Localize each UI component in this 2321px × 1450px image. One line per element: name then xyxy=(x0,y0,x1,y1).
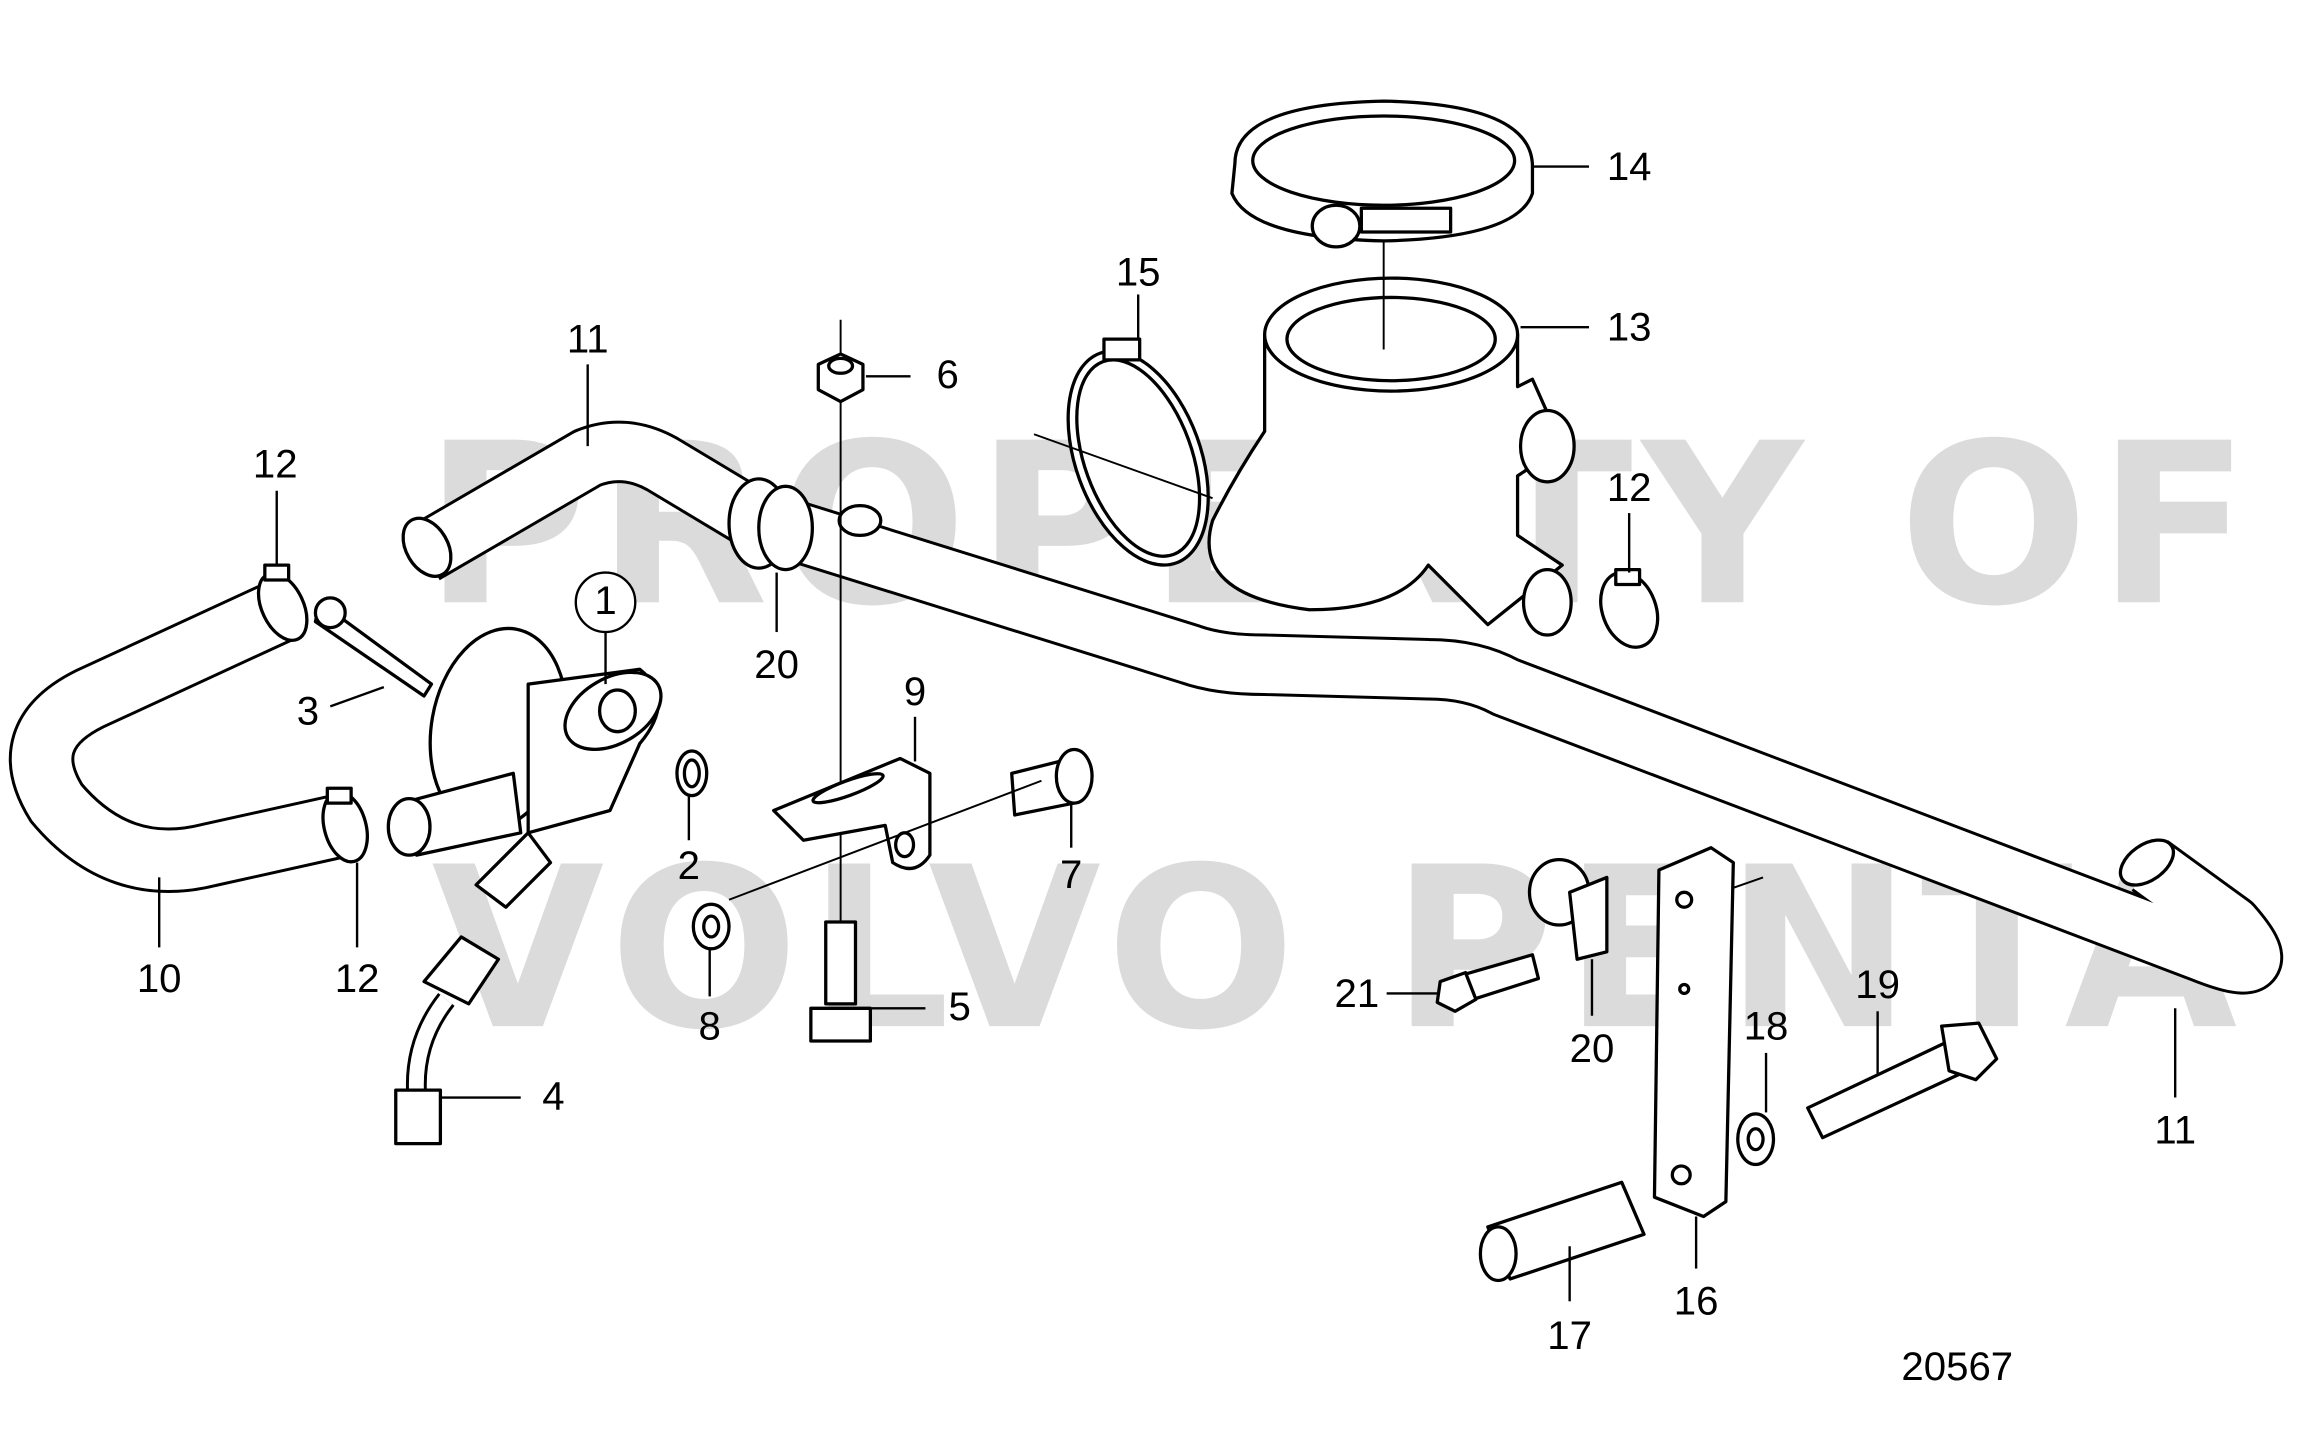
callout-15: 15 xyxy=(1116,250,1161,295)
callout-7: 7 xyxy=(1060,852,1082,897)
component-1 xyxy=(313,596,663,909)
tee-housing-13 xyxy=(1207,148,1576,637)
callout-1: 1 xyxy=(594,578,616,623)
hose-10 xyxy=(8,580,350,893)
hose-11 xyxy=(401,420,2284,995)
callout-21: 21 xyxy=(1335,971,1380,1016)
clamp-14 xyxy=(1230,99,1535,249)
drawing-number: 20567 xyxy=(1901,1344,2013,1389)
callout-20: 20 xyxy=(754,642,799,687)
callout-12: 12 xyxy=(1607,465,1652,510)
callout-19: 19 xyxy=(1855,962,1900,1007)
callout-16: 16 xyxy=(1674,1279,1719,1324)
callout-8: 8 xyxy=(699,1004,721,1049)
callout-20: 20 xyxy=(1570,1026,1615,1071)
callout-1-circle xyxy=(574,571,637,634)
bracket-assembly xyxy=(728,319,1094,1043)
leader-lines xyxy=(158,165,2177,1302)
callout-4: 4 xyxy=(542,1073,564,1118)
callout-12: 12 xyxy=(253,441,298,486)
hose-clamp-12 xyxy=(256,563,1660,864)
callout-17: 17 xyxy=(1547,1313,1592,1358)
callout-14: 14 xyxy=(1607,144,1652,189)
callout-9: 9 xyxy=(904,669,926,714)
mounting-hardware xyxy=(1435,846,1999,1283)
callout-12: 12 xyxy=(335,956,380,1001)
callout-6: 6 xyxy=(937,352,959,397)
callout-5: 5 xyxy=(948,984,970,1029)
grommet-20 xyxy=(727,477,883,572)
callout-18: 18 xyxy=(1744,1004,1789,1049)
callout-11: 11 xyxy=(2154,1108,2196,1153)
callout-11: 11 xyxy=(567,316,609,361)
callout-2: 2 xyxy=(678,843,700,888)
clamp-15 xyxy=(1033,337,1213,567)
callout-10: 10 xyxy=(137,956,182,1001)
callout-13: 13 xyxy=(1607,305,1652,350)
fitting-4 xyxy=(394,935,501,1146)
washers xyxy=(675,749,731,951)
callout-3: 3 xyxy=(297,688,319,733)
